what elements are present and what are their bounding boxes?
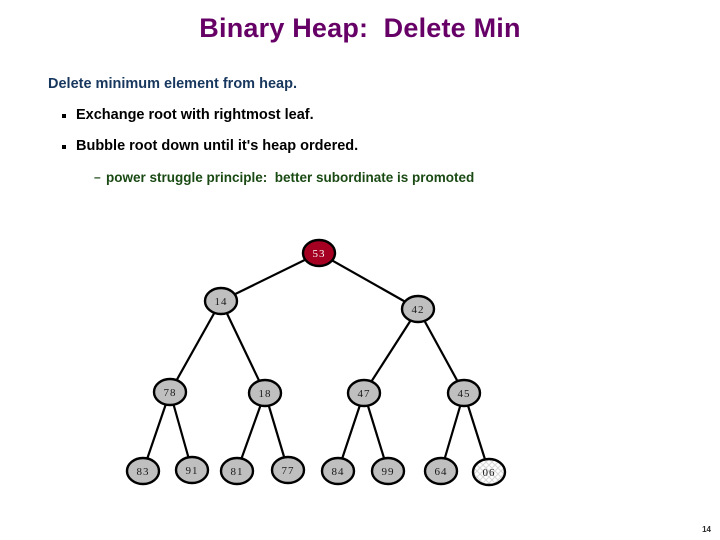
tree-node-label: 45	[458, 388, 471, 400]
tree-node-layer: 53 14 42 78 18 47 45 83 91 81 77 84 99 64 06	[125, 238, 507, 487]
square-bullet-icon	[62, 106, 76, 125]
tree-node-label: 77	[282, 465, 295, 477]
tree-node: 06	[471, 457, 507, 487]
tree-node: 84	[320, 456, 356, 486]
tree-node-label: 84	[332, 466, 345, 478]
tree-node: 91	[174, 455, 210, 485]
tree-node: 14	[203, 286, 239, 316]
tree-node-label: 64	[435, 466, 448, 478]
tree-node: 81	[219, 456, 255, 486]
tree-edge	[263, 392, 290, 471]
tree-edge	[169, 300, 222, 393]
tree-edge	[363, 308, 419, 394]
tree-node-label: 18	[259, 388, 272, 400]
bullet-label: Exchange root with rightmost leaf.	[76, 107, 314, 123]
tree-node: 78	[152, 377, 188, 407]
tree-edge	[168, 391, 194, 471]
tree-node-label: 53	[313, 248, 326, 260]
tree-node: 18	[247, 378, 283, 408]
tree-node-label: 83	[137, 466, 150, 478]
bullet-item-exchange-root: Exchange root with rightmost leaf.	[48, 106, 688, 125]
page-title: Binary Heap: Delete Min	[199, 13, 521, 43]
tree-node-circle	[320, 456, 356, 486]
page-number: 14	[702, 525, 711, 534]
tree-node: 64	[423, 456, 459, 486]
tree-node-circle	[219, 456, 255, 486]
tree-edge	[362, 392, 390, 472]
slide-body: Delete minimum element from heap. Exchan…	[48, 74, 688, 187]
tree-node: 47	[346, 378, 382, 408]
tree-node-circle	[247, 378, 283, 408]
tree-node-circle	[270, 455, 306, 485]
tree-node-label: 47	[358, 388, 371, 400]
tree-edge	[220, 252, 320, 302]
tree-node-circle	[370, 456, 406, 486]
subbullet-label: power struggle principle: better subordi…	[106, 170, 475, 185]
subbullet-item-power-struggle: – power struggle principle: better subor…	[48, 168, 688, 187]
tree-node: 77	[270, 455, 306, 485]
tree-edge	[417, 308, 465, 394]
tree-node-circle	[346, 378, 382, 408]
tree-edge	[220, 300, 266, 394]
tree-edge	[336, 392, 366, 472]
tree-node-label: 14	[215, 296, 228, 308]
tree-node: 42	[400, 294, 436, 324]
tree-node-circle	[446, 378, 482, 408]
lead-statement: Delete minimum element from heap.	[48, 76, 297, 92]
tree-node-label: 06	[483, 467, 496, 479]
tree-node: 99	[370, 456, 406, 486]
tree-edge	[462, 392, 491, 473]
tree-node-label: 91	[186, 465, 199, 477]
tree-node-circle	[203, 286, 239, 316]
tree-node-label: 78	[164, 387, 177, 399]
tree-node-label: 81	[231, 466, 244, 478]
bullet-item-bubble-down: Bubble root down until it's heap ordered…	[48, 137, 688, 156]
tree-node-circle	[174, 455, 210, 485]
tree-node-circle	[125, 456, 161, 486]
tree-node-label: 99	[382, 466, 395, 478]
tree-edge-layer	[141, 252, 491, 473]
tree-node: 83	[125, 456, 161, 486]
tree-node-circle	[471, 457, 507, 487]
tree-edge	[439, 392, 466, 472]
tree-node-circle	[400, 294, 436, 324]
bullet-label: Bubble root down until it's heap ordered…	[76, 138, 359, 154]
tree-node: 53	[301, 238, 337, 268]
tree-edge	[235, 392, 267, 472]
tree-node-label: 42	[412, 304, 425, 316]
tree-node-circle	[423, 456, 459, 486]
dash-bullet-icon: –	[94, 170, 101, 184]
tree-node-circle	[301, 238, 337, 268]
tree-edge	[141, 391, 172, 472]
tree-node: 45	[446, 378, 482, 408]
tree-node-circle	[152, 377, 188, 407]
tree-edge	[318, 252, 419, 310]
square-bullet-icon	[62, 137, 76, 156]
